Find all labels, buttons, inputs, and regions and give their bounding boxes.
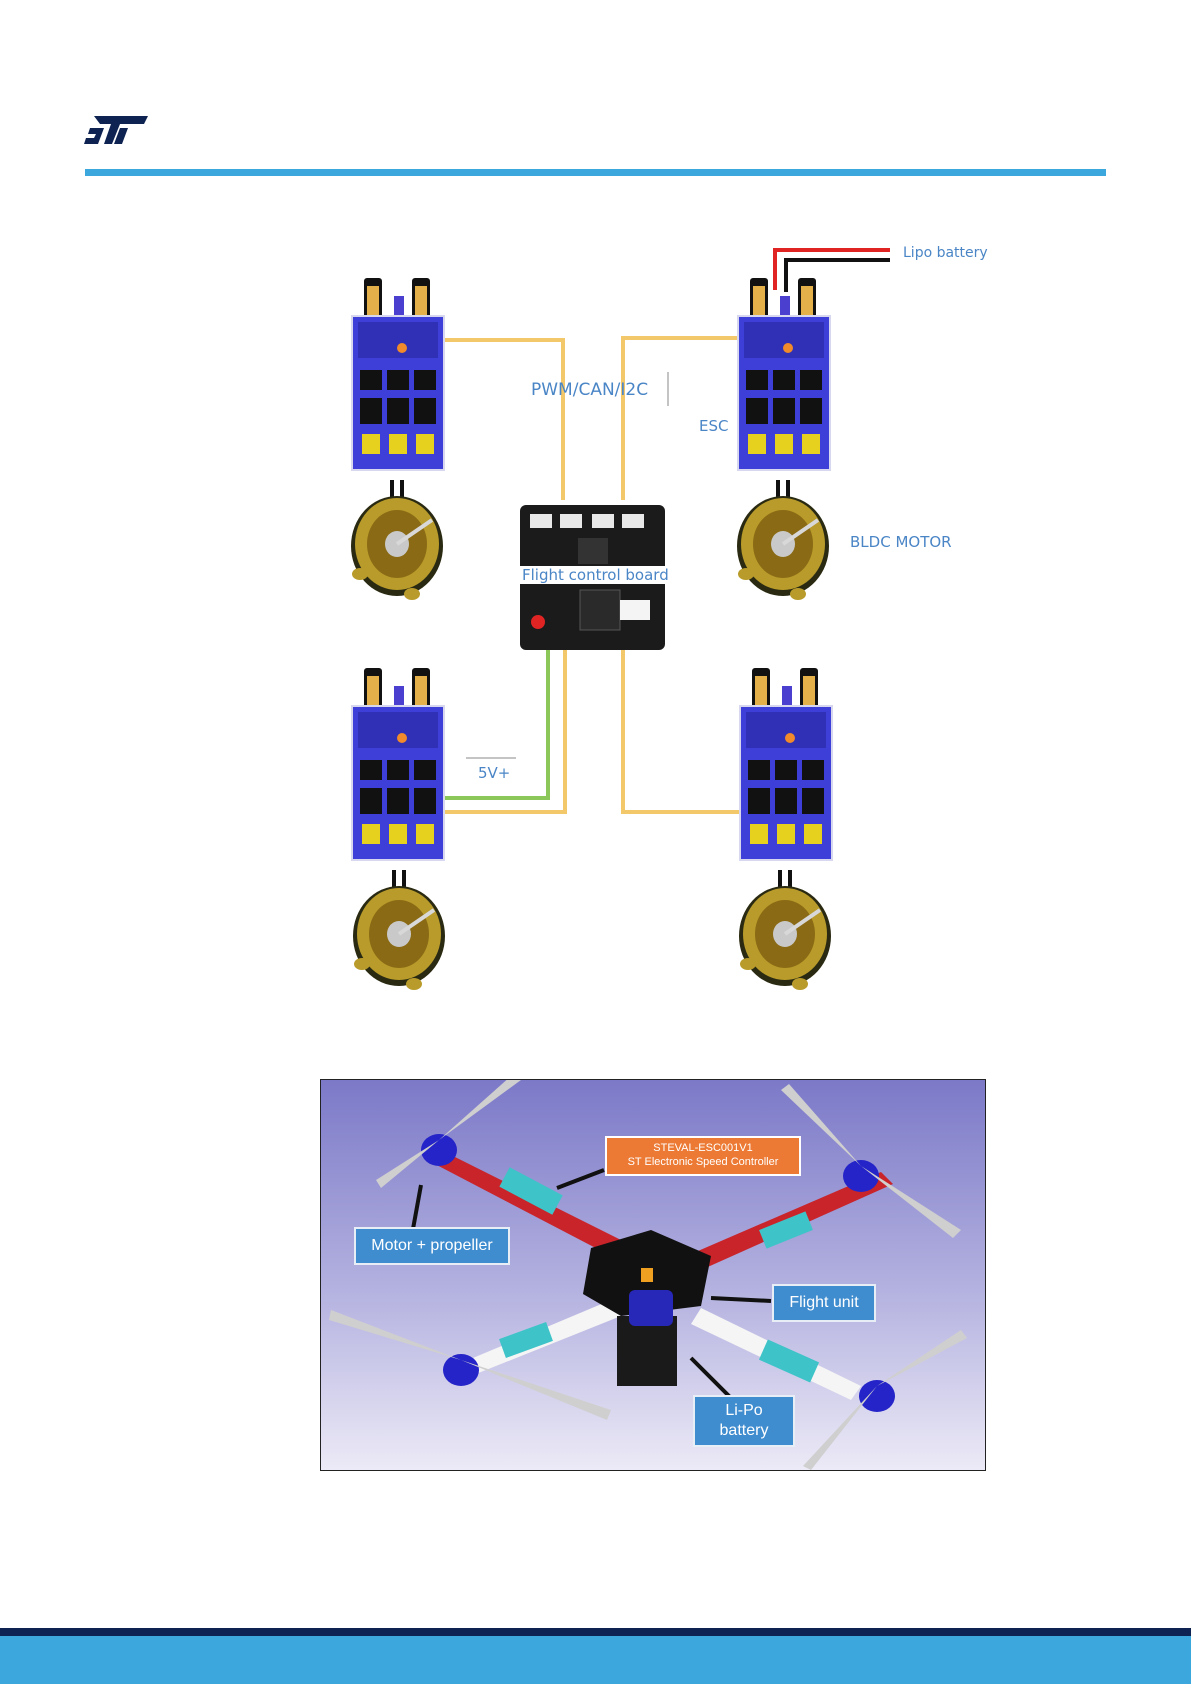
motor-bottom-right — [739, 870, 831, 990]
header-rule — [85, 169, 1106, 176]
esc-board-top-left — [352, 278, 444, 470]
esc-board-top-right — [738, 278, 830, 470]
motor-bottom-left — [353, 870, 445, 990]
motor-top-left — [351, 480, 443, 600]
lipo-battery-label: Lipo battery — [903, 245, 988, 261]
esc-board-bottom-right — [740, 668, 832, 860]
esc-callout-line2: ST Electronic Speed Controller — [607, 1156, 799, 1170]
motor-top-right — [737, 480, 829, 600]
footer-band-dark — [0, 1628, 1191, 1636]
motor-propeller-callout: Motor + propeller — [354, 1227, 510, 1265]
battery-callout-line1: Li-Po — [695, 1401, 793, 1421]
battery-leads — [775, 250, 890, 292]
footer-band — [0, 1636, 1191, 1684]
bus-label: PWM/CAN/I2C — [531, 380, 648, 400]
st-logo — [84, 114, 150, 152]
battery-callout-line2: battery — [695, 1421, 793, 1441]
drone-frame — [431, 1150, 893, 1400]
esc-callout: STEVAL-ESC001V1 ST Electronic Speed Cont… — [605, 1136, 801, 1176]
flight-control-board-label: Flight control board — [520, 566, 671, 584]
flight-unit-callout: Flight unit — [772, 1284, 876, 1322]
drone-render: STEVAL-ESC001V1 ST Electronic Speed Cont… — [320, 1079, 986, 1471]
bldc-motor-label: BLDC MOTOR — [850, 533, 952, 551]
power-label: 5V+ — [478, 764, 510, 782]
battery-callout: Li-Po battery — [693, 1395, 795, 1447]
esc-board-bottom-left — [352, 668, 444, 860]
esc-label: ESC — [699, 417, 728, 435]
esc-callout-line1: STEVAL-ESC001V1 — [607, 1142, 799, 1156]
wiring-diagram — [330, 230, 1000, 990]
